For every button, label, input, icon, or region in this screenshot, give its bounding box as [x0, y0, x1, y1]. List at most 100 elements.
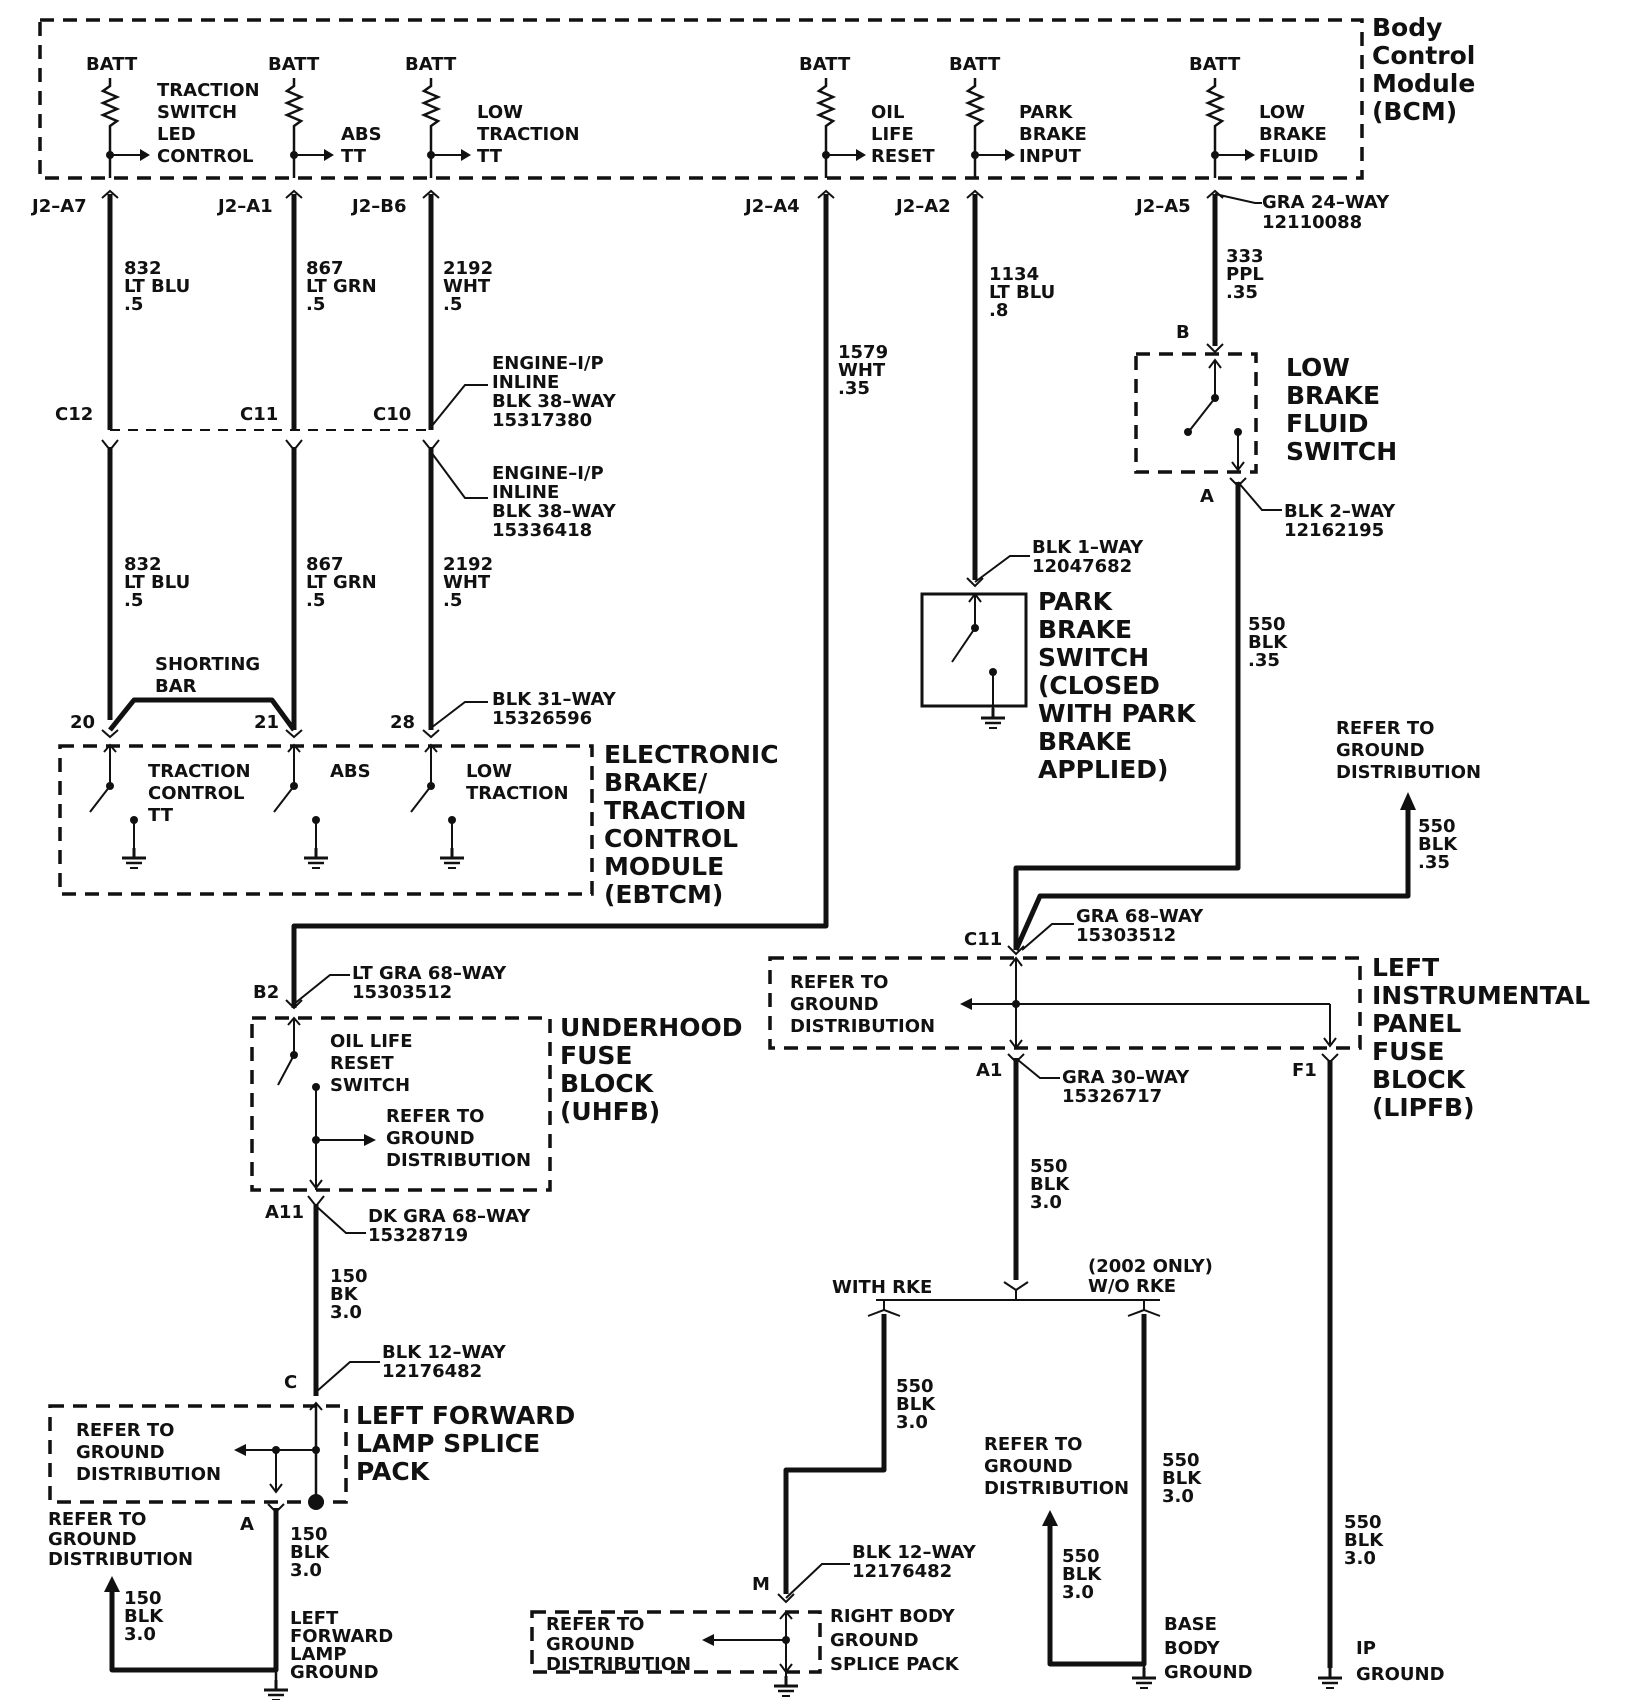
bcm-title-1: Body — [1372, 13, 1442, 42]
lipfb-title-5: BLOCK — [1372, 1065, 1467, 1094]
wire-150-color: BK — [330, 1284, 359, 1305]
wire-550c-num: 550 — [1030, 1156, 1068, 1177]
bcm-circuit-1c: LED — [157, 124, 196, 145]
lflsp-title: LEFT FORWARD LAMP SPLICE PACK — [356, 1401, 575, 1486]
uhfb-pin-a11: A11 — [265, 1202, 304, 1223]
lipfb-pin-f1: F1 — [1292, 1060, 1317, 1081]
inline-pin-c12: C12 — [55, 404, 93, 425]
bcm-circuit-4b: LIFE — [871, 124, 914, 145]
lflsp-ground-ref-3: DISTRIBUTION — [76, 1464, 221, 1485]
lflg-l2: FORWARD — [290, 1626, 393, 1647]
lflsp-outline — [48, 1404, 348, 1504]
inline-pin-c11: C11 — [240, 404, 278, 425]
wire-832-color: LT BLU — [124, 276, 190, 297]
rbgsp-ground-ref-3: DISTRIBUTION — [546, 1654, 691, 1675]
lflsp-conn-part: 12176482 — [382, 1361, 482, 1382]
bcm-circuit-6c: FLUID — [1259, 146, 1318, 167]
ebtcm-sw3-l2: TRACTION — [466, 783, 569, 804]
bcm-pin-j2-a5: J2–A5 — [1134, 196, 1191, 217]
wire-150b-size: 3.0 — [290, 1560, 322, 1581]
bcm-circuit-6b: BRAKE — [1259, 124, 1327, 145]
rbgsp-conn-name: BLK 12–WAY — [852, 1542, 977, 1563]
bcm-pin-j2-a4: J2–A4 — [743, 196, 800, 217]
ebtcm-pin-20: 20 — [70, 712, 95, 733]
wire-333-num: 333 — [1226, 246, 1264, 267]
wire-333-color: PPL — [1226, 264, 1264, 285]
lipfb-ground-ref-1: REFER TO — [790, 972, 888, 993]
rbgsp-title-2: GROUND — [830, 1630, 919, 1651]
inline-conn2-l4: 15336418 — [492, 520, 592, 541]
wire-1579: 1579 WHT .35 — [291, 194, 888, 1008]
wire-832-color-2: LT BLU — [124, 572, 190, 593]
wire-550d-color: BLK — [896, 1394, 936, 1415]
wire-550c-size: 3.0 — [1030, 1192, 1062, 1213]
lipfb-pin-a1: A1 — [976, 1060, 1002, 1081]
lflsp-title-3: PACK — [356, 1457, 431, 1486]
wire-832-size-2: .5 — [124, 590, 143, 611]
pb-conn-part: 12047682 — [1032, 556, 1132, 577]
lbf-title: LOW BRAKE FLUID SWITCH — [1286, 353, 1397, 466]
inline-conn2-l1: ENGINE–I/P — [492, 463, 604, 484]
wire-867-num-2: 867 — [306, 554, 344, 575]
wire-1579-size: .35 — [838, 378, 870, 399]
inline-conn1-l3: BLK 38–WAY — [492, 391, 617, 412]
ebtcm-sw1-l3: TT — [148, 805, 174, 826]
uhfb-b2-conn-name: LT GRA 68–WAY — [352, 963, 507, 984]
bcm-title-4: (BCM) — [1372, 97, 1457, 126]
bb-ground-ref-1: REFER TO — [984, 1434, 1082, 1455]
ebtcm-conn-name: BLK 31–WAY — [492, 689, 617, 710]
gr-ur-3: DISTRIBUTION — [1336, 762, 1481, 783]
wire-550a-size: .35 — [1248, 650, 1280, 671]
wire-550f-color: BLK — [1062, 1564, 1102, 1585]
lbf-outline — [1134, 352, 1258, 474]
batt-label-5: BATT — [949, 54, 1001, 75]
wire-867-size-2: .5 — [306, 590, 325, 611]
inline-conn1-l4: 15317380 — [492, 410, 592, 431]
wire-1134-size: .8 — [989, 300, 1008, 321]
lipfb-module: C11 GRA 68–WAY 15303512 REFER TO GROUND … — [768, 906, 1590, 1122]
pb-title-7: APPLIED) — [1038, 755, 1168, 784]
lfl-ground-ref-3: DISTRIBUTION — [48, 1549, 193, 1570]
rbgsp-title: RIGHT BODY GROUND SPLICE PACK — [830, 1606, 960, 1675]
bb-ground-ref-3: DISTRIBUTION — [984, 1478, 1129, 1499]
wire-1579-color: WHT — [838, 360, 886, 381]
rke-without-l2: W/O RKE — [1088, 1276, 1176, 1297]
bcm-pullup-1: BATT TRACTION SWITCH LED CONTROL — [86, 54, 260, 178]
pb-title-2: BRAKE — [1038, 615, 1132, 644]
wire-150c-size: 3.0 — [124, 1624, 156, 1645]
lfl-ground-ref-1: REFER TO — [48, 1509, 146, 1530]
rke-without-l1: (2002 ONLY) — [1088, 1256, 1213, 1277]
lfl-ground-ref-2: GROUND — [48, 1529, 137, 1550]
wire-550f-size: 3.0 — [1062, 1582, 1094, 1603]
rbgsp-ground-ref-1: REFER TO — [546, 1614, 644, 1635]
shorting-bar-label-1: SHORTING — [155, 654, 260, 675]
uhfb-title-1: UNDERHOOD — [560, 1013, 742, 1042]
wire-2192-size-2: .5 — [443, 590, 462, 611]
ebtcm-switch-traction: TRACTION CONTROL TT — [89, 743, 251, 870]
lflg-l1: LEFT — [290, 1608, 339, 1629]
uhfb-b2-connector-label: LT GRA 68–WAY 15303512 — [293, 963, 507, 1005]
wire-150b-color: BLK — [290, 1542, 330, 1563]
uhfb-ground-ref-1: REFER TO — [386, 1106, 484, 1127]
bcm-circuit-6a: LOW — [1259, 102, 1305, 123]
left-forward-lamp-ground: LEFT FORWARD LAMP GROUND — [290, 1608, 393, 1683]
ebtcm-switch-low-traction: LOW TRACTION — [410, 743, 569, 870]
ebtcm-connector-label: BLK 31–WAY 15326596 — [430, 689, 617, 729]
bbg-l2: BODY — [1164, 1638, 1221, 1659]
bcm-connector-name: GRA 24–WAY — [1262, 192, 1390, 213]
batt-label-2: BATT — [268, 54, 320, 75]
bcm-circuit-3b: TRACTION — [477, 124, 580, 145]
inline-connector-1-label: ENGINE–I/P INLINE BLK 38–WAY 15317380 — [430, 353, 617, 431]
batt-label-4: BATT — [799, 54, 851, 75]
ebtcm-conn-part: 15326596 — [492, 708, 592, 729]
wire-867-num: 867 — [306, 258, 344, 279]
lipfb-ground-ref-2: GROUND — [790, 994, 879, 1015]
bcm-title: Body Control Module (BCM) — [1372, 13, 1475, 126]
uhfb-ground-ref-2: GROUND — [386, 1128, 475, 1149]
lipfb-a1-conn-part: 15326717 — [1062, 1086, 1162, 1107]
wire-867-color: LT GRN — [306, 276, 377, 297]
wire-2192-size: .5 — [443, 294, 462, 315]
ebtcm-title-1: ELECTRONIC — [604, 740, 779, 769]
bcm-circuit-2a: ABS — [341, 124, 382, 145]
lipfb-c11-conn-part: 15303512 — [1076, 925, 1176, 946]
